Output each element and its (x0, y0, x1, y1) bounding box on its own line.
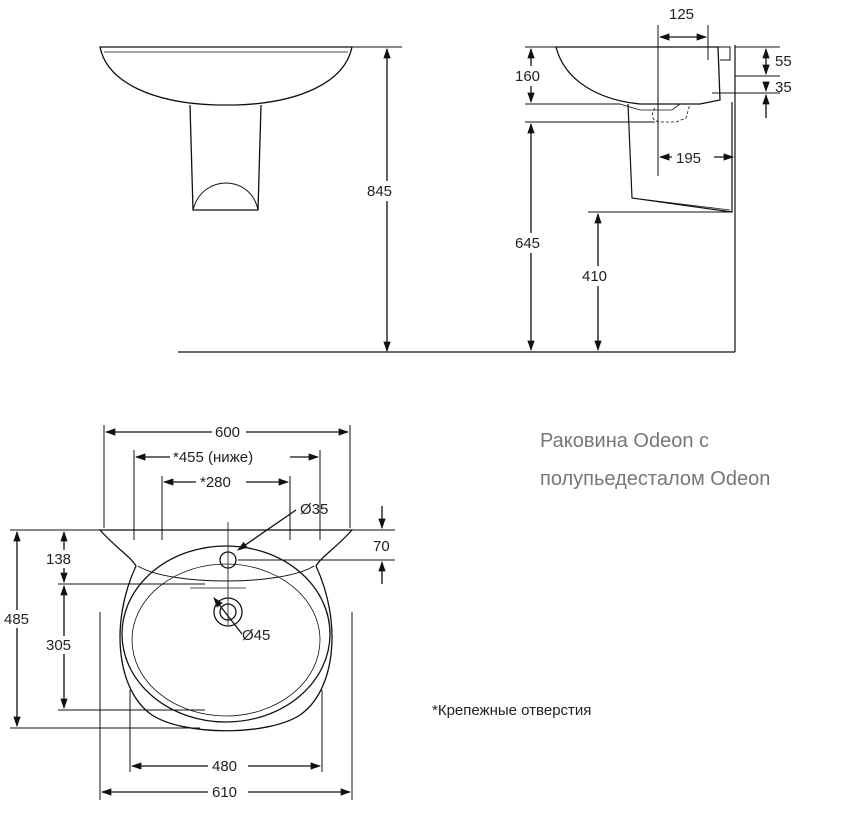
plan-view (10, 425, 395, 800)
dim-55: 55 (775, 53, 792, 70)
dim-600: 600 (215, 424, 240, 441)
plan-basin-outline (98, 529, 354, 732)
dim-70: 70 (373, 538, 390, 555)
fixing-holes-note: *Крепежные отверстия (432, 702, 592, 719)
dim-195: 195 (676, 150, 701, 167)
side-elevation-view (525, 25, 780, 352)
dim-35: 35 (775, 79, 792, 96)
dim-480: 480 (212, 758, 237, 775)
dim-138: 138 (46, 551, 71, 568)
caption-line-1: Раковина Odeon с (540, 430, 710, 452)
dim-845: 845 (367, 183, 392, 200)
front-basin-outline (99, 46, 353, 106)
caption-line-2: полупьедесталом Odeon (540, 468, 771, 490)
dim-610: 610 (212, 784, 237, 801)
dim-455: *455 (ниже) (173, 449, 253, 466)
dimension-labels: 845 125 160 55 35 195 645 410 600 *455 (… (2, 6, 792, 801)
dim-160: 160 (515, 68, 540, 85)
dim-280: *280 (200, 474, 231, 491)
dim-645: 645 (515, 235, 540, 252)
side-basin-outline (555, 46, 721, 105)
front-pedestal-outline (189, 104, 262, 211)
plan-bowl-outline (121, 545, 331, 723)
dim-410: 410 (582, 268, 607, 285)
dim-125: 125 (669, 6, 694, 23)
dim-305: 305 (46, 637, 71, 654)
dim-485: 485 (4, 611, 29, 628)
dim-dia45: Ø45 (242, 627, 270, 644)
dim-dia35: Ø35 (300, 501, 328, 518)
